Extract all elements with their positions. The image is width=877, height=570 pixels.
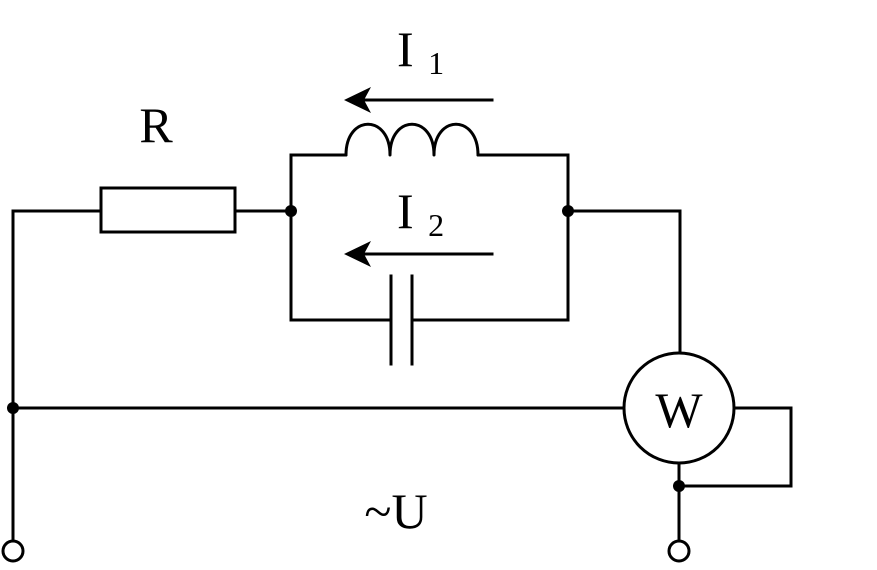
left-terminal [1, 539, 25, 563]
i1-subscript-text: 1 [428, 45, 444, 81]
wattmeter-side-loop-wire [678, 406, 793, 488]
i2-subscript-text: 2 [428, 207, 444, 243]
resistor [99, 186, 237, 234]
wattmeter-lower-node [673, 480, 685, 492]
i2-main-text: I [397, 183, 414, 239]
left-supply-node [7, 402, 19, 414]
i1-arrow-head [344, 87, 371, 113]
right-terminal [667, 539, 691, 563]
resistor-label: R [139, 97, 173, 153]
i1-label: I 1 [397, 21, 444, 81]
inductor [344, 122, 480, 157]
source-label: ~U [364, 483, 427, 539]
i2-label: I 2 [397, 183, 444, 243]
right-parallel-node [562, 205, 574, 217]
right-node-to-wattmeter-wire [566, 209, 682, 355]
left-parallel-node [285, 205, 297, 217]
left-supply-wire [11, 209, 103, 542]
wattmeter-label: W [655, 382, 703, 438]
i2-arrow-head [344, 241, 371, 267]
i1-main-text: I [397, 21, 414, 77]
